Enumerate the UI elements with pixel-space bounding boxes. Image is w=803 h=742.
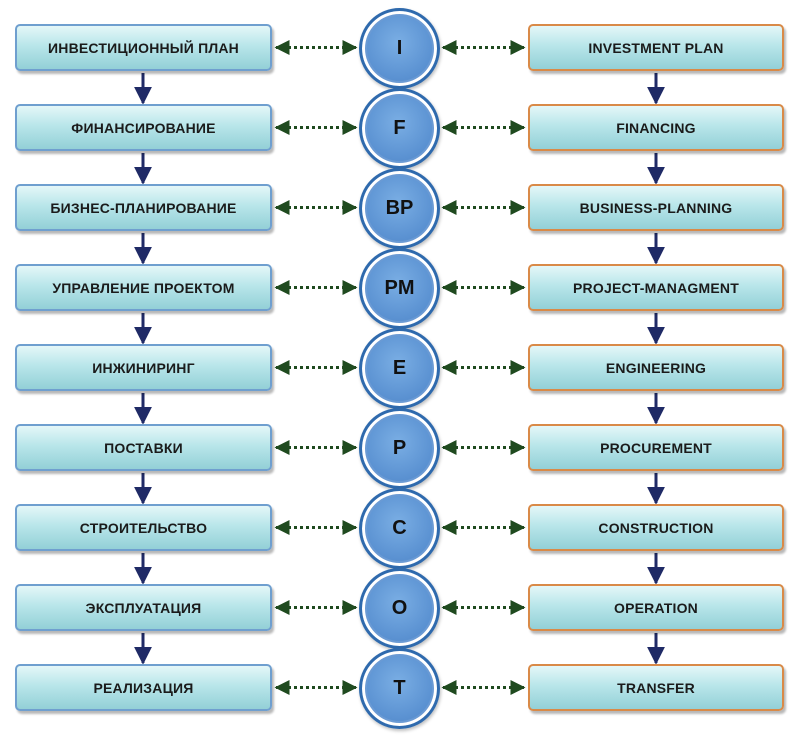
stage-code-circle: O	[359, 568, 440, 649]
stage-code-circle: C	[359, 488, 440, 569]
stage-code-circle: E	[359, 328, 440, 409]
stage-box-ru: РЕАЛИЗАЦИЯ	[15, 664, 272, 711]
stage-box-ru: ФИНАНСИРОВАНИЕ	[15, 104, 272, 151]
stage-box-ru: ИНЖИНИРИНГ	[15, 344, 272, 391]
stage-box-ru: ПОСТАВКИ	[15, 424, 272, 471]
stage-box-en: CONSTRUCTION	[528, 504, 784, 551]
stage-code-circle: T	[359, 648, 440, 729]
stage-code-circle: P	[359, 408, 440, 489]
stage-code-circle: I	[359, 8, 440, 89]
stage-box-en: BUSINESS-PLANNING	[528, 184, 784, 231]
stage-box-en: TRANSFER	[528, 664, 784, 711]
stage-code-circle: F	[359, 88, 440, 169]
stage-box-ru: УПРАВЛЕНИЕ ПРОЕКТОМ	[15, 264, 272, 311]
stage-box-en: PROCUREMENT	[528, 424, 784, 471]
stage-box-en: OPERATION	[528, 584, 784, 631]
stage-box-ru: ЭКСПЛУАТАЦИЯ	[15, 584, 272, 631]
stage-box-en: PROJECT-MANAGMENT	[528, 264, 784, 311]
stage-box-ru: ИНВЕСТИЦИОННЫЙ ПЛАН	[15, 24, 272, 71]
stage-box-en: ENGINEERING	[528, 344, 784, 391]
stage-code-circle: BP	[359, 168, 440, 249]
stage-box-en: INVESTMENT PLAN	[528, 24, 784, 71]
stage-box-ru: БИЗНЕС-ПЛАНИРОВАНИЕ	[15, 184, 272, 231]
stage-code-circle: PM	[359, 248, 440, 329]
stage-box-en: FINANCING	[528, 104, 784, 151]
stage-box-ru: СТРОИТЕЛЬСТВО	[15, 504, 272, 551]
